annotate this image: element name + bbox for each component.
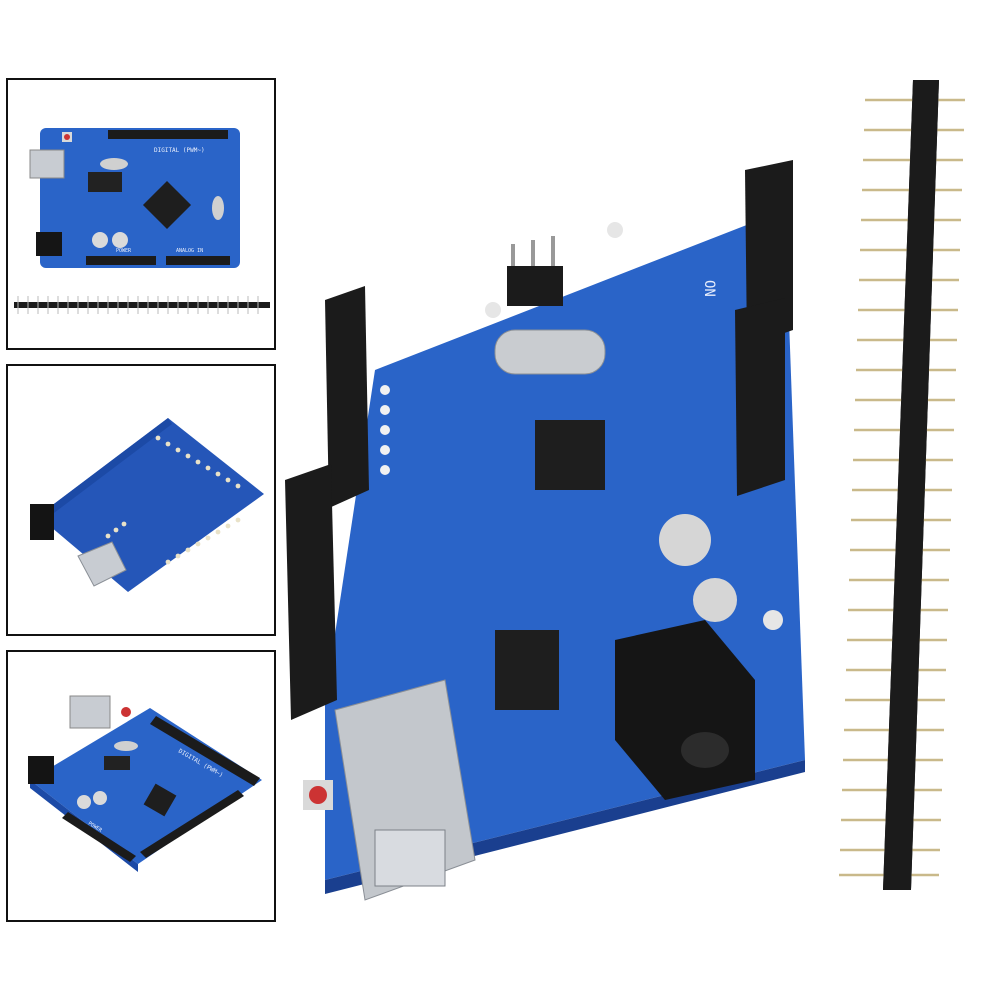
dc-jack-icon bbox=[28, 756, 54, 784]
usb-port-icon bbox=[29, 149, 65, 179]
silk-power: POWER bbox=[116, 248, 132, 254]
reset-button-icon bbox=[309, 786, 327, 804]
dc-jack-icon bbox=[36, 232, 62, 256]
header-right-bottom bbox=[735, 298, 785, 496]
usb-port-icon bbox=[77, 541, 127, 587]
pcb-board bbox=[40, 128, 240, 268]
thumbnail-bottom-view[interactable] bbox=[6, 364, 276, 636]
usb-port-icon bbox=[69, 695, 111, 729]
pcb-board-bottom bbox=[38, 418, 264, 592]
silk-on-label: ON bbox=[701, 280, 717, 297]
silk-analog: ANALOG IN bbox=[176, 248, 203, 254]
header-left-top bbox=[325, 286, 369, 508]
header-left-bottom bbox=[285, 464, 337, 720]
microcontroller-chip bbox=[142, 180, 192, 230]
silk-digital: DIGITAL (PWM~) bbox=[154, 147, 205, 154]
microcontroller-chip bbox=[143, 783, 177, 817]
pcb-board bbox=[30, 708, 262, 864]
dc-jack-icon bbox=[30, 504, 54, 540]
thumbnail-top-view[interactable]: DIGITAL (PWM~) POWER ANALOG IN bbox=[6, 78, 276, 350]
main-product-photo: ON bbox=[285, 60, 985, 960]
pin-header-strip bbox=[14, 302, 270, 308]
microcontroller-chip bbox=[535, 420, 605, 490]
thumbnail-angled-view[interactable]: DIGITAL (PWM~) POWER bbox=[6, 650, 276, 922]
